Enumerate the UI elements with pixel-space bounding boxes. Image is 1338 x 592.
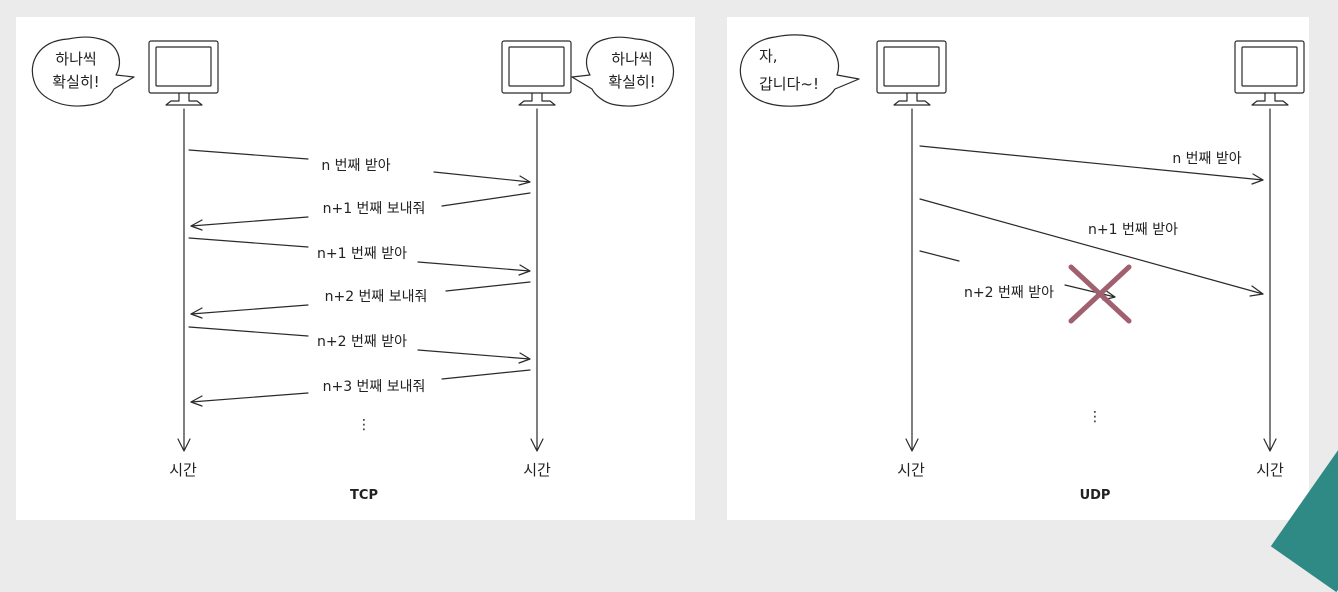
- tcp-message-label-3: n+1 번째 받아: [317, 246, 407, 262]
- udp-left-timeline: [905, 108, 919, 452]
- udp-right-computer-icon: [1234, 40, 1305, 106]
- udp-diagram: 자, 갑니다~! n 번째 받아: [739, 34, 1305, 503]
- tcp-right-speech-bubble: 하나씩 확실히!: [571, 36, 674, 107]
- tcp-right-timeline: [530, 108, 544, 452]
- tcp-message-label-1: n 번째 받아: [321, 158, 390, 174]
- udp-message-arrow-2: n+1 번째 받아: [919, 198, 1264, 297]
- udp-message-label-2: n+1 번째 받아: [1088, 222, 1178, 238]
- tcp-diagram-panel: 하나씩 확실히! 하나씩 확실히!: [16, 17, 695, 520]
- tcp-left-computer-icon: [148, 40, 219, 106]
- tcp-continuation-dots: ⋮: [357, 417, 371, 433]
- udp-left-time-label: 시간: [897, 461, 925, 479]
- udp-right-time-label: 시간: [1256, 461, 1284, 479]
- tcp-right-bubble-line2: 확실히!: [608, 73, 655, 91]
- udp-left-bubble-line2: 갑니다~!: [759, 75, 819, 93]
- tcp-diagram: 하나씩 확실히! 하나씩 확실히!: [31, 36, 674, 503]
- tcp-left-time-label: 시간: [169, 461, 197, 479]
- tcp-message-label-5: n+2 번째 받아: [317, 334, 407, 350]
- udp-message-label-3: n+2 번째 받아: [964, 285, 1054, 301]
- tcp-message-arrow-3: n+1 번째 받아: [188, 237, 531, 276]
- tcp-message-label-4: n+2 번째 보내줘: [325, 289, 428, 305]
- tcp-right-bubble-line1: 하나씩: [611, 50, 652, 68]
- tcp-left-bubble-line2: 확실히!: [52, 73, 99, 91]
- udp-left-speech-bubble: 자, 갑니다~!: [739, 34, 860, 107]
- udp-caption: UDP: [1080, 488, 1111, 503]
- tcp-message-label-2: n+1 번째 보내줘: [323, 201, 426, 217]
- tcp-message-arrow-1: n 번째 받아: [188, 149, 531, 186]
- tcp-left-timeline: [177, 108, 191, 452]
- tcp-left-bubble-line1: 하나씩: [55, 50, 96, 68]
- udp-left-bubble-line1: 자,: [759, 47, 778, 65]
- udp-continuation-dots: ⋮: [1088, 409, 1102, 425]
- udp-diagram-panel: 자, 갑니다~! n 번째 받아: [727, 17, 1309, 520]
- udp-message-arrow-3-lost: n+2 번째 받아: [919, 250, 1116, 301]
- tcp-message-arrow-4: n+2 번째 보내줘: [190, 281, 531, 319]
- udp-right-timeline: [1263, 108, 1277, 452]
- udp-message-label-1: n 번째 받아: [1172, 151, 1241, 167]
- tcp-right-time-label: 시간: [523, 461, 551, 479]
- tcp-message-arrow-5: n+2 번째 받아: [188, 326, 531, 364]
- tcp-right-computer-icon: [501, 40, 572, 106]
- tcp-message-label-6: n+3 번째 보내줘: [323, 379, 426, 395]
- tcp-caption: TCP: [350, 488, 378, 503]
- tcp-message-arrow-2: n+1 번째 보내줘: [190, 192, 531, 231]
- udp-packet-lost-x-icon: [1068, 264, 1132, 324]
- udp-left-computer-icon: [876, 40, 947, 106]
- tcp-left-speech-bubble: 하나씩 확실히!: [31, 36, 135, 107]
- tcp-message-arrow-6: n+3 번째 보내줘: [190, 369, 531, 407]
- udp-message-arrow-1: n 번째 받아: [919, 145, 1264, 185]
